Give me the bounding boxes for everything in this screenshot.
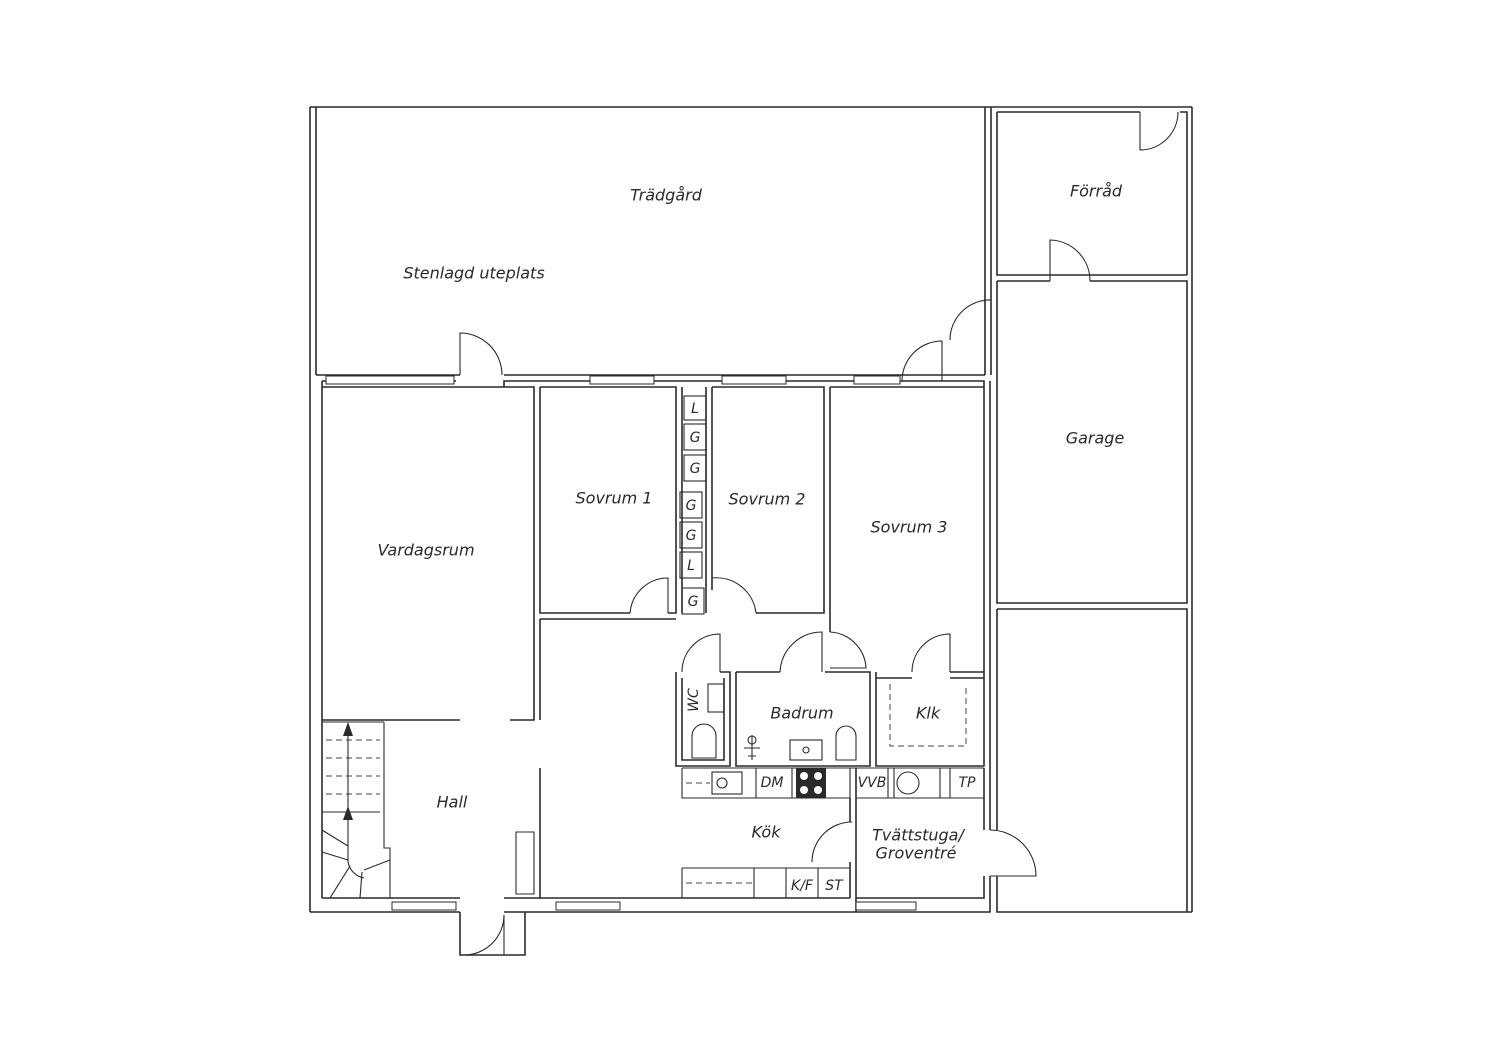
label-vardagsrum: Vardagsrum: [377, 541, 474, 560]
interior-walls: [322, 386, 985, 956]
label-hall: Hall: [437, 793, 468, 812]
closet-label: L: [691, 401, 699, 417]
fixtures: [691, 683, 967, 798]
storage-walls: [996, 107, 1193, 912]
closet-cells: [679, 395, 707, 615]
garden-outline: [309, 106, 1192, 912]
kitchen-sink-icon: [711, 771, 743, 795]
label-tvattstuga-1: Tvättstuga/: [872, 826, 965, 845]
washer-icon: [896, 771, 920, 795]
closet-label: G: [686, 528, 697, 544]
label-kf: K/F: [791, 878, 814, 894]
closet-label: G: [690, 430, 701, 446]
bath-toilet-icon: [835, 725, 857, 761]
room-labels: Trädgård Stenlagd uteplats Förråd Garage…: [377, 182, 1124, 863]
label-uteplats: Stenlagd uteplats: [403, 264, 544, 283]
closet-label: G: [690, 461, 701, 477]
stair-arrow-mid-icon: [343, 806, 353, 820]
appliance-labels: DM VVB TP K/F ST: [761, 775, 976, 894]
closet-label: G: [686, 498, 697, 514]
label-wc: WC: [686, 688, 702, 712]
doors: [459, 111, 1179, 956]
closet-labels: L G G G G L G: [686, 401, 701, 610]
label-st: ST: [825, 878, 844, 894]
garage-walls: [996, 280, 1192, 913]
closet-label: L: [687, 558, 695, 574]
label-forrad: Förråd: [1070, 182, 1123, 201]
label-tp: TP: [959, 775, 977, 791]
label-tradgard: Trädgård: [630, 186, 703, 205]
label-sovrum3: Sovrum 3: [871, 518, 948, 537]
label-tvattstuga-2: Groventré: [876, 844, 957, 863]
shower-icon: [744, 735, 760, 760]
label-kok: Kök: [752, 823, 782, 842]
wc-toilet-icon: [691, 723, 717, 759]
stove-icon: [796, 768, 826, 798]
wc-sink-icon: [707, 683, 725, 713]
label-vvb: VVB: [858, 775, 887, 791]
windows: [325, 375, 917, 911]
label-sovrum2: Sovrum 2: [729, 490, 806, 509]
label-garage: Garage: [1066, 429, 1125, 448]
bath-sink-icon: [789, 739, 823, 761]
stairs: [321, 721, 391, 899]
label-badrum: Badrum: [770, 704, 833, 723]
stair-arrow-up-icon: [343, 722, 353, 736]
label-klk: Klk: [916, 704, 941, 723]
label-sovrum1: Sovrum 1: [576, 489, 653, 508]
closet-label: G: [688, 594, 699, 610]
label-dm: DM: [761, 775, 784, 791]
